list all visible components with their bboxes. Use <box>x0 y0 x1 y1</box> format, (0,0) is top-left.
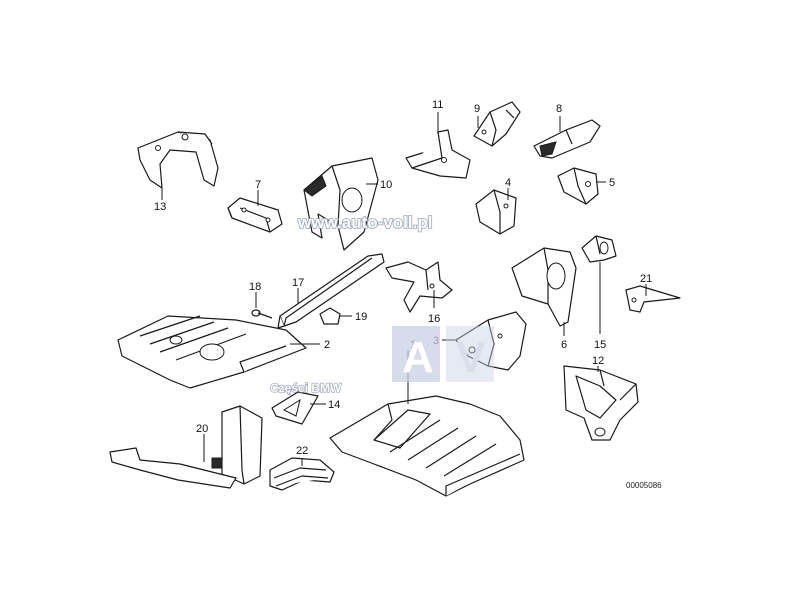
logo-letter-v: V <box>456 333 486 382</box>
callout-11: 11 <box>432 99 443 111</box>
part-22[interactable] <box>269 457 335 491</box>
part-18[interactable] <box>251 309 273 319</box>
part-15[interactable] <box>581 235 617 263</box>
part-3[interactable] <box>455 311 527 371</box>
part-7[interactable] <box>227 197 283 233</box>
callout-17: 17 <box>292 277 304 289</box>
part-2[interactable] <box>117 315 307 389</box>
callouts: 1 2 3 4 5 6 7 8 9 10 11 12 13 14 15 16 1… <box>154 99 652 457</box>
callout-8: 8 <box>556 103 562 115</box>
callout-10: 10 <box>380 179 392 191</box>
logo-letter-a: A <box>402 333 434 382</box>
part-1[interactable] <box>329 395 525 497</box>
part-21[interactable] <box>625 285 681 313</box>
watermark-url: www.auto-voll.pl <box>297 213 432 232</box>
callout-9: 9 <box>474 103 480 115</box>
callout-5: 5 <box>609 177 615 189</box>
part-6[interactable] <box>511 247 577 327</box>
callout-22: 22 <box>296 445 308 457</box>
part-12[interactable] <box>563 365 639 441</box>
watermark-logo: A V <box>392 326 494 382</box>
part-5[interactable] <box>557 167 599 205</box>
callout-14: 14 <box>328 399 340 411</box>
part-13[interactable] <box>137 131 219 189</box>
part-10[interactable] <box>303 157 379 251</box>
watermark-caption: Części BMW <box>270 381 342 395</box>
callout-16: 16 <box>428 313 440 325</box>
part-14[interactable] <box>271 391 319 425</box>
callout-18: 18 <box>249 281 261 293</box>
part-code: 00005086 <box>626 481 662 490</box>
part-20[interactable] <box>109 405 263 489</box>
callout-2: 2 <box>324 339 330 351</box>
callout-12: 12 <box>592 355 604 367</box>
part-4[interactable] <box>475 189 517 235</box>
callout-21: 21 <box>640 273 652 285</box>
part-17[interactable] <box>277 253 385 329</box>
callout-20: 20 <box>196 423 208 435</box>
part-8[interactable] <box>533 119 601 159</box>
part-9[interactable] <box>473 101 521 147</box>
callout-13: 13 <box>154 201 166 213</box>
callout-19: 19 <box>355 311 367 323</box>
callout-15: 15 <box>594 339 606 351</box>
part-16[interactable] <box>385 261 453 313</box>
part-11[interactable] <box>405 129 471 179</box>
callout-4: 4 <box>505 177 511 189</box>
callout-6: 6 <box>561 339 567 351</box>
callout-7: 7 <box>255 179 261 191</box>
part-19[interactable] <box>319 307 341 325</box>
